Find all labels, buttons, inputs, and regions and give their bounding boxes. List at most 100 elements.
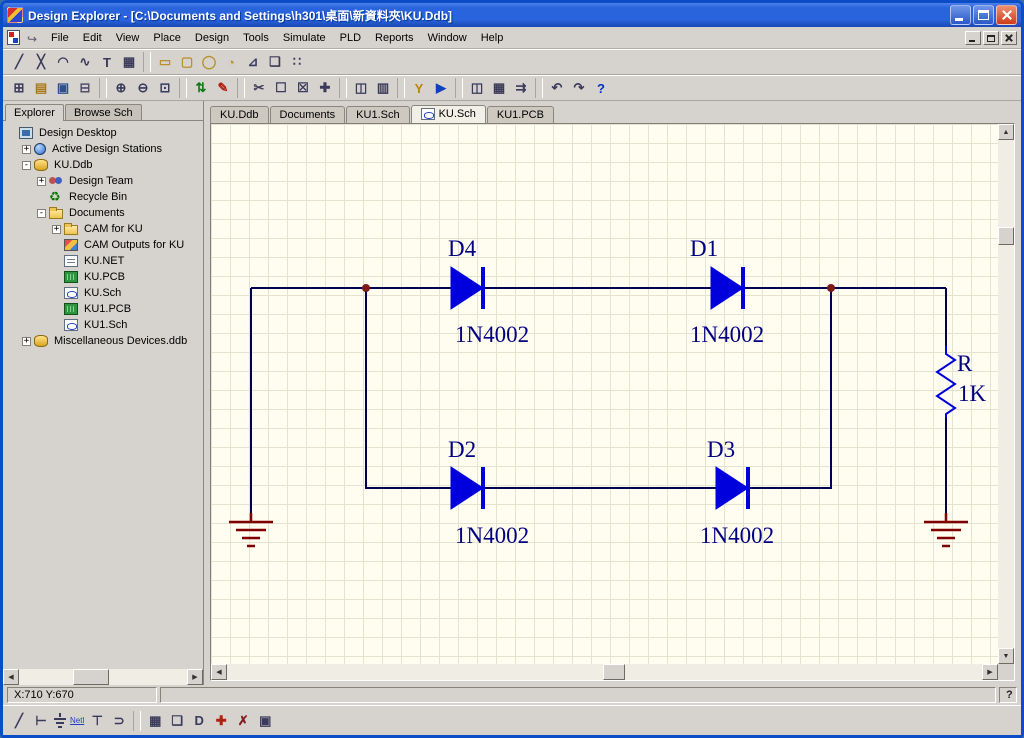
tree-item-documents[interactable]: -Documents [3,205,203,221]
save-icon[interactable]: ▣ [56,80,70,95]
paste-array-tool-icon[interactable]: ❏ [269,54,281,69]
tree-expander-icon[interactable]: + [52,223,61,234]
menu-tools[interactable]: Tools [243,31,269,44]
pie-tool-icon[interactable]: ◔ [227,54,235,70]
ground-symbol-right[interactable] [924,513,968,548]
canvas-scroll-right-button[interactable] [982,664,998,680]
ellipse-tool-icon[interactable]: ◯ [201,54,217,69]
canvas-scroll-down-button[interactable] [998,648,1014,664]
arc-tool-icon[interactable]: ◠ [57,54,69,69]
canvas-horizontal-scroll-thumb[interactable] [603,664,625,680]
canvas-horizontal-scrollbar[interactable] [211,664,998,680]
canvas-scroll-up-button[interactable] [998,124,1014,140]
library-icon[interactable]: ▥ [376,80,390,95]
mdi-restore-button[interactable] [983,30,999,45]
graph-tool-icon[interactable]: ⊿ [247,54,259,69]
doc-tab-documents[interactable]: Documents [269,106,346,123]
schematic-sheet[interactable]: D4 1N4002 D1 1N4002 D2 [211,124,998,664]
redo-icon[interactable]: ↷ [573,80,585,95]
wire-net[interactable] [250,287,947,513]
tree-item-ku-net[interactable]: KU.NET [3,253,203,269]
ground-icon[interactable] [52,712,68,729]
doc-tab-ku1-sch[interactable]: KU1.Sch [346,106,410,123]
maximize-button[interactable] [973,5,994,25]
document-explorer-icon[interactable]: ⊞ [13,80,25,95]
menu-window[interactable]: Window [427,31,467,44]
cut-icon[interactable]: ✂ [253,80,265,95]
select-area-icon[interactable]: ☐ [275,80,287,95]
menu-help[interactable]: Help [480,31,504,44]
tree-item-design-desktop[interactable]: Design Desktop [3,125,203,141]
tree-item-ku-pcb[interactable]: KU.PCB [3,269,203,285]
panel-scroll-thumb[interactable] [73,669,109,685]
digital-parts-icon[interactable]: ◫ [470,80,484,95]
ground-symbol-left[interactable] [229,513,273,548]
minimize-button[interactable] [950,5,971,25]
crossed-lines-tool-icon[interactable]: ╳ [37,54,45,69]
simulation-parts-icon[interactable]: ▦ [492,80,506,95]
grid-icon[interactable]: ▦ [149,712,162,728]
deselect-icon[interactable]: ☒ [297,80,309,95]
resistor-r[interactable]: R 1K [935,346,987,418]
menu-simulate[interactable]: Simulate [282,31,326,44]
tree-expander-icon[interactable]: - [22,159,31,170]
panel-tab-browse-sch[interactable]: Browse Sch [64,104,142,120]
x-mark-icon[interactable]: ✗ [237,712,249,728]
help-corner-icon[interactable] [999,687,1017,703]
redline-pen-icon[interactable]: ✎ [217,80,229,95]
tree-expander-icon[interactable]: - [37,207,46,218]
title-bar[interactable]: Design Explorer - [C:\Documents and Sett… [3,3,1021,27]
gate-icon[interactable]: ⊃ [113,712,125,728]
doc-tab-ku-sch[interactable]: KU.Sch [410,105,486,123]
power-port-icon[interactable]: ⊤ [91,712,103,728]
tree-item-ku-sch[interactable]: KU.Sch [3,285,203,301]
panel-tab-explorer[interactable]: Explorer [5,104,64,121]
panel-scroll-left-button[interactable] [3,669,19,685]
open-document-icon[interactable]: ▤ [34,80,48,95]
array-dots-tool-icon[interactable]: ∷ [292,54,302,69]
label-icon[interactable]: ▣ [259,712,272,728]
mdi-minimize-button[interactable] [965,30,981,45]
menu-design[interactable]: Design [194,31,230,44]
dcode-icon[interactable]: D [194,713,204,728]
undo-icon[interactable]: ↶ [551,80,563,95]
tree-item-active-design-stations[interactable]: +Active Design Stations [3,141,203,157]
menu-view[interactable]: View [115,31,140,44]
sheet-icon[interactable]: ❏ [171,712,184,728]
panel-horizontal-scrollbar[interactable] [3,669,203,685]
tree-item-miscellaneous-devices-ddb[interactable]: +Miscellaneous Devices.ddb [3,333,203,349]
zoom-area-icon[interactable]: ⊡ [159,80,171,95]
tree-item-ku-ddb[interactable]: -KU.Ddb [3,157,203,173]
panel-scroll-right-button[interactable] [187,669,203,685]
rectangle-tool-icon[interactable]: ▭ [158,54,172,69]
zoom-out-icon[interactable]: ⊖ [137,80,149,95]
net-label-icon[interactable]: Netl [70,716,85,725]
tree-item-cam-outputs-for-ku[interactable]: CAM Outputs for KU [3,237,203,253]
help-icon[interactable]: ? [597,80,605,96]
line-icon[interactable]: ╱ [15,712,23,728]
tree-item-design-team[interactable]: +Design Team [3,173,203,189]
doc-tab-ku1-pcb[interactable]: KU1.PCB [486,106,554,123]
text-frame-tool-icon[interactable]: ▦ [122,54,136,69]
diode-d1[interactable]: D1 1N4002 [690,236,764,347]
canvas-vertical-scrollbar[interactable] [998,124,1014,664]
mdi-close-button[interactable] [1001,30,1017,45]
menu-file[interactable]: File [51,31,69,44]
move-icon[interactable]: ✚ [319,80,331,95]
menu-edit[interactable]: Edit [82,31,102,44]
doc-tab-ku-ddb[interactable]: KU.Ddb [210,106,269,123]
tree-item-recycle-bin[interactable]: Recycle Bin [3,189,203,205]
close-button[interactable] [996,5,1017,25]
line-tool-icon[interactable]: ╱ [15,54,23,69]
child-document-icon[interactable] [7,30,20,45]
tree-expander-icon[interactable]: + [37,175,46,186]
hierarchy-up-down-icon[interactable]: ⇅ [195,80,207,95]
component-browser-icon[interactable]: ◫ [354,80,368,95]
cursor-arrow-icon[interactable]: ▶ [436,80,446,95]
red-cross-icon[interactable]: ✚ [215,712,227,728]
wiring-tools-icon[interactable]: Y [414,80,424,96]
zoom-in-icon[interactable]: ⊕ [115,80,127,95]
tree-expander-icon[interactable]: + [22,335,31,346]
rounded-rectangle-tool-icon[interactable]: ▢ [180,54,194,69]
netlist-icon[interactable]: ⇉ [515,80,527,95]
